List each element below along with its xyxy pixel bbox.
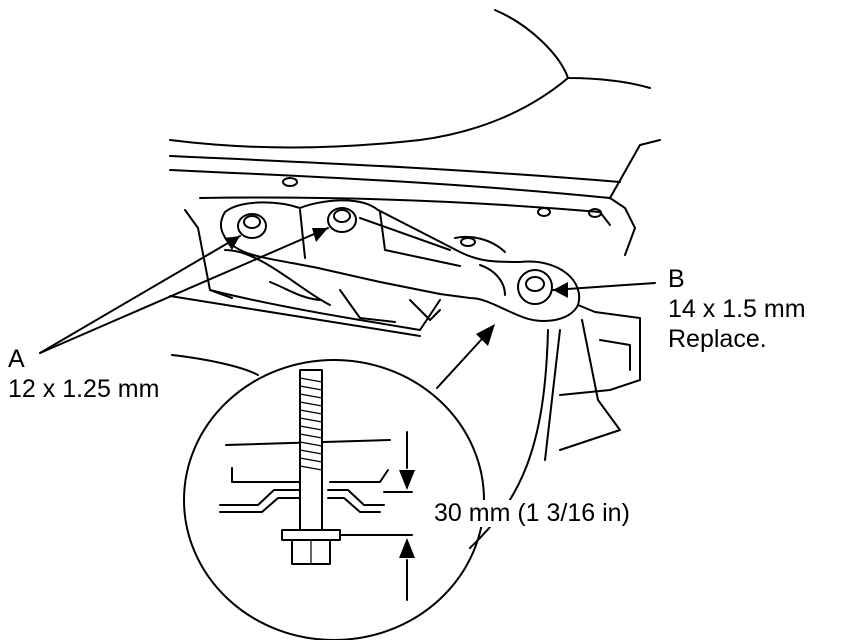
detail-pointer [436,324,495,389]
arrowhead-icon [312,228,328,242]
bolt-a-right [327,207,357,233]
leader-lines [39,227,656,376]
bracket [220,199,581,322]
label-b-note: Replace. [668,325,767,353]
arrow-up-icon [399,538,415,558]
arrow-up-icon [476,324,495,346]
arrowhead-icon [553,282,568,298]
body-panel [169,9,661,256]
subframe [169,209,506,337]
detail-circle [183,359,485,640]
label-a-spec: 12 x 1.25 mm [8,375,160,403]
bolt-b [517,269,553,305]
label-b-spec: 14 x 1.5 mm [668,295,806,323]
connector-line [469,329,549,549]
arrowhead-icon [224,236,240,250]
label-b-letter: B [668,265,685,293]
right-structure [544,304,641,461]
dimension-label: 30 mm (1 3/16 in) [432,499,632,527]
bolt-a-left [237,213,267,239]
label-a-letter: A [8,345,25,373]
arrow-down-icon [399,470,415,490]
